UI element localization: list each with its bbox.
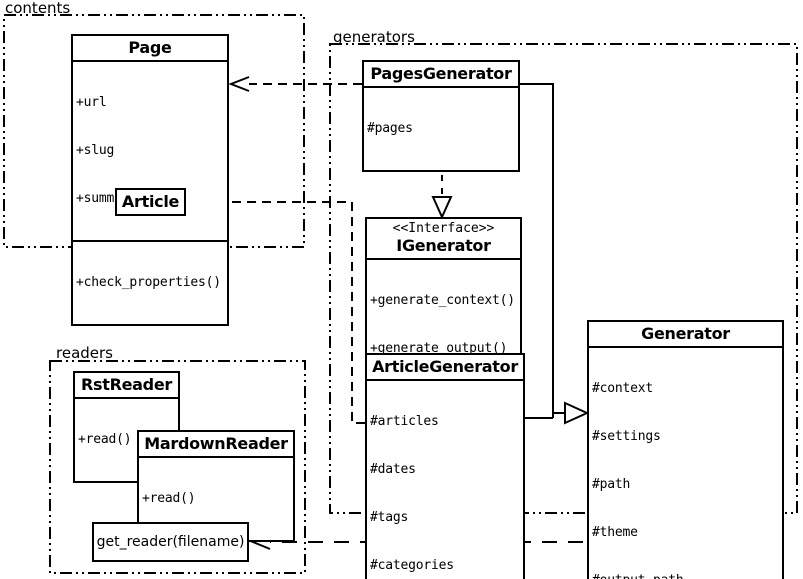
attribute: #pages	[367, 121, 413, 136]
attribute: +url	[76, 95, 107, 110]
class-name-pagesgenerator: PagesGenerator	[370, 64, 512, 83]
attribute: #tags	[370, 510, 409, 525]
class-name-article: Article	[121, 192, 180, 211]
attribute: #context	[592, 381, 654, 396]
attribute: #output_path	[592, 573, 779, 579]
class-box-pagesgenerator: PagesGenerator #pages	[362, 60, 520, 172]
class-name-rstreader: RstReader	[81, 375, 172, 394]
attributes-generator: #context #settings #path #theme #output_…	[589, 346, 782, 579]
package-frame-generators	[329, 43, 798, 514]
function-label-getreader: get_reader(filename)	[96, 534, 245, 550]
package-label-generators: generators	[333, 28, 415, 46]
method: +read()	[142, 491, 196, 506]
class-box-rstreader: RstReader +read()	[73, 371, 180, 483]
class-box-article: Article	[115, 188, 186, 216]
package-label-contents: contents	[5, 0, 71, 17]
attribute: #articles	[370, 414, 439, 429]
method: +read()	[78, 432, 132, 447]
methods-page: +check_properties()	[73, 240, 227, 324]
attribute: #settings	[592, 429, 661, 444]
class-header-igenerator: <<Interface>> IGenerator	[367, 219, 520, 258]
attribute: +slug	[76, 143, 115, 158]
class-name-articlegenerator: ArticleGenerator	[372, 357, 518, 376]
dependency-arrow-pagesgenerator-to-page	[228, 76, 362, 92]
attribute: #theme	[592, 525, 638, 540]
class-box-articlegenerator: ArticleGenerator #articles #dates #tags …	[365, 353, 525, 579]
inheritance-arrow-generators-to-generator	[520, 83, 590, 425]
function-box-getreader: get_reader(filename)	[92, 522, 249, 562]
class-name-markdownreader: MardownReader	[144, 434, 288, 453]
attribute: #dates	[370, 462, 416, 477]
class-name-igenerator: IGenerator	[396, 236, 491, 255]
class-box-page: Page +url +slug +summary +check_properti…	[71, 34, 229, 326]
attribute: #path	[592, 477, 631, 492]
method: +generate_context()	[370, 293, 515, 308]
attributes-articlegenerator: #articles #dates #tags #categories	[367, 379, 523, 579]
class-box-generator: Generator #context #settings #path #them…	[587, 320, 784, 579]
methods-markdownreader: +read()	[139, 456, 293, 540]
package-label-readers: readers	[56, 344, 113, 362]
attribute: #categories	[370, 558, 454, 573]
stereotype-igenerator: <<Interface>>	[392, 221, 495, 236]
method: +generate_output()	[370, 341, 508, 356]
attributes-pagesgenerator: #pages	[364, 86, 518, 170]
class-name-page: Page	[128, 38, 172, 57]
method: +check_properties()	[76, 275, 221, 290]
class-name-generator: Generator	[641, 324, 730, 343]
methods-rstreader: +read()	[75, 397, 178, 481]
methods-igenerator: +generate_context() +generate_output()	[367, 258, 520, 390]
package-frame-readers	[49, 360, 306, 574]
